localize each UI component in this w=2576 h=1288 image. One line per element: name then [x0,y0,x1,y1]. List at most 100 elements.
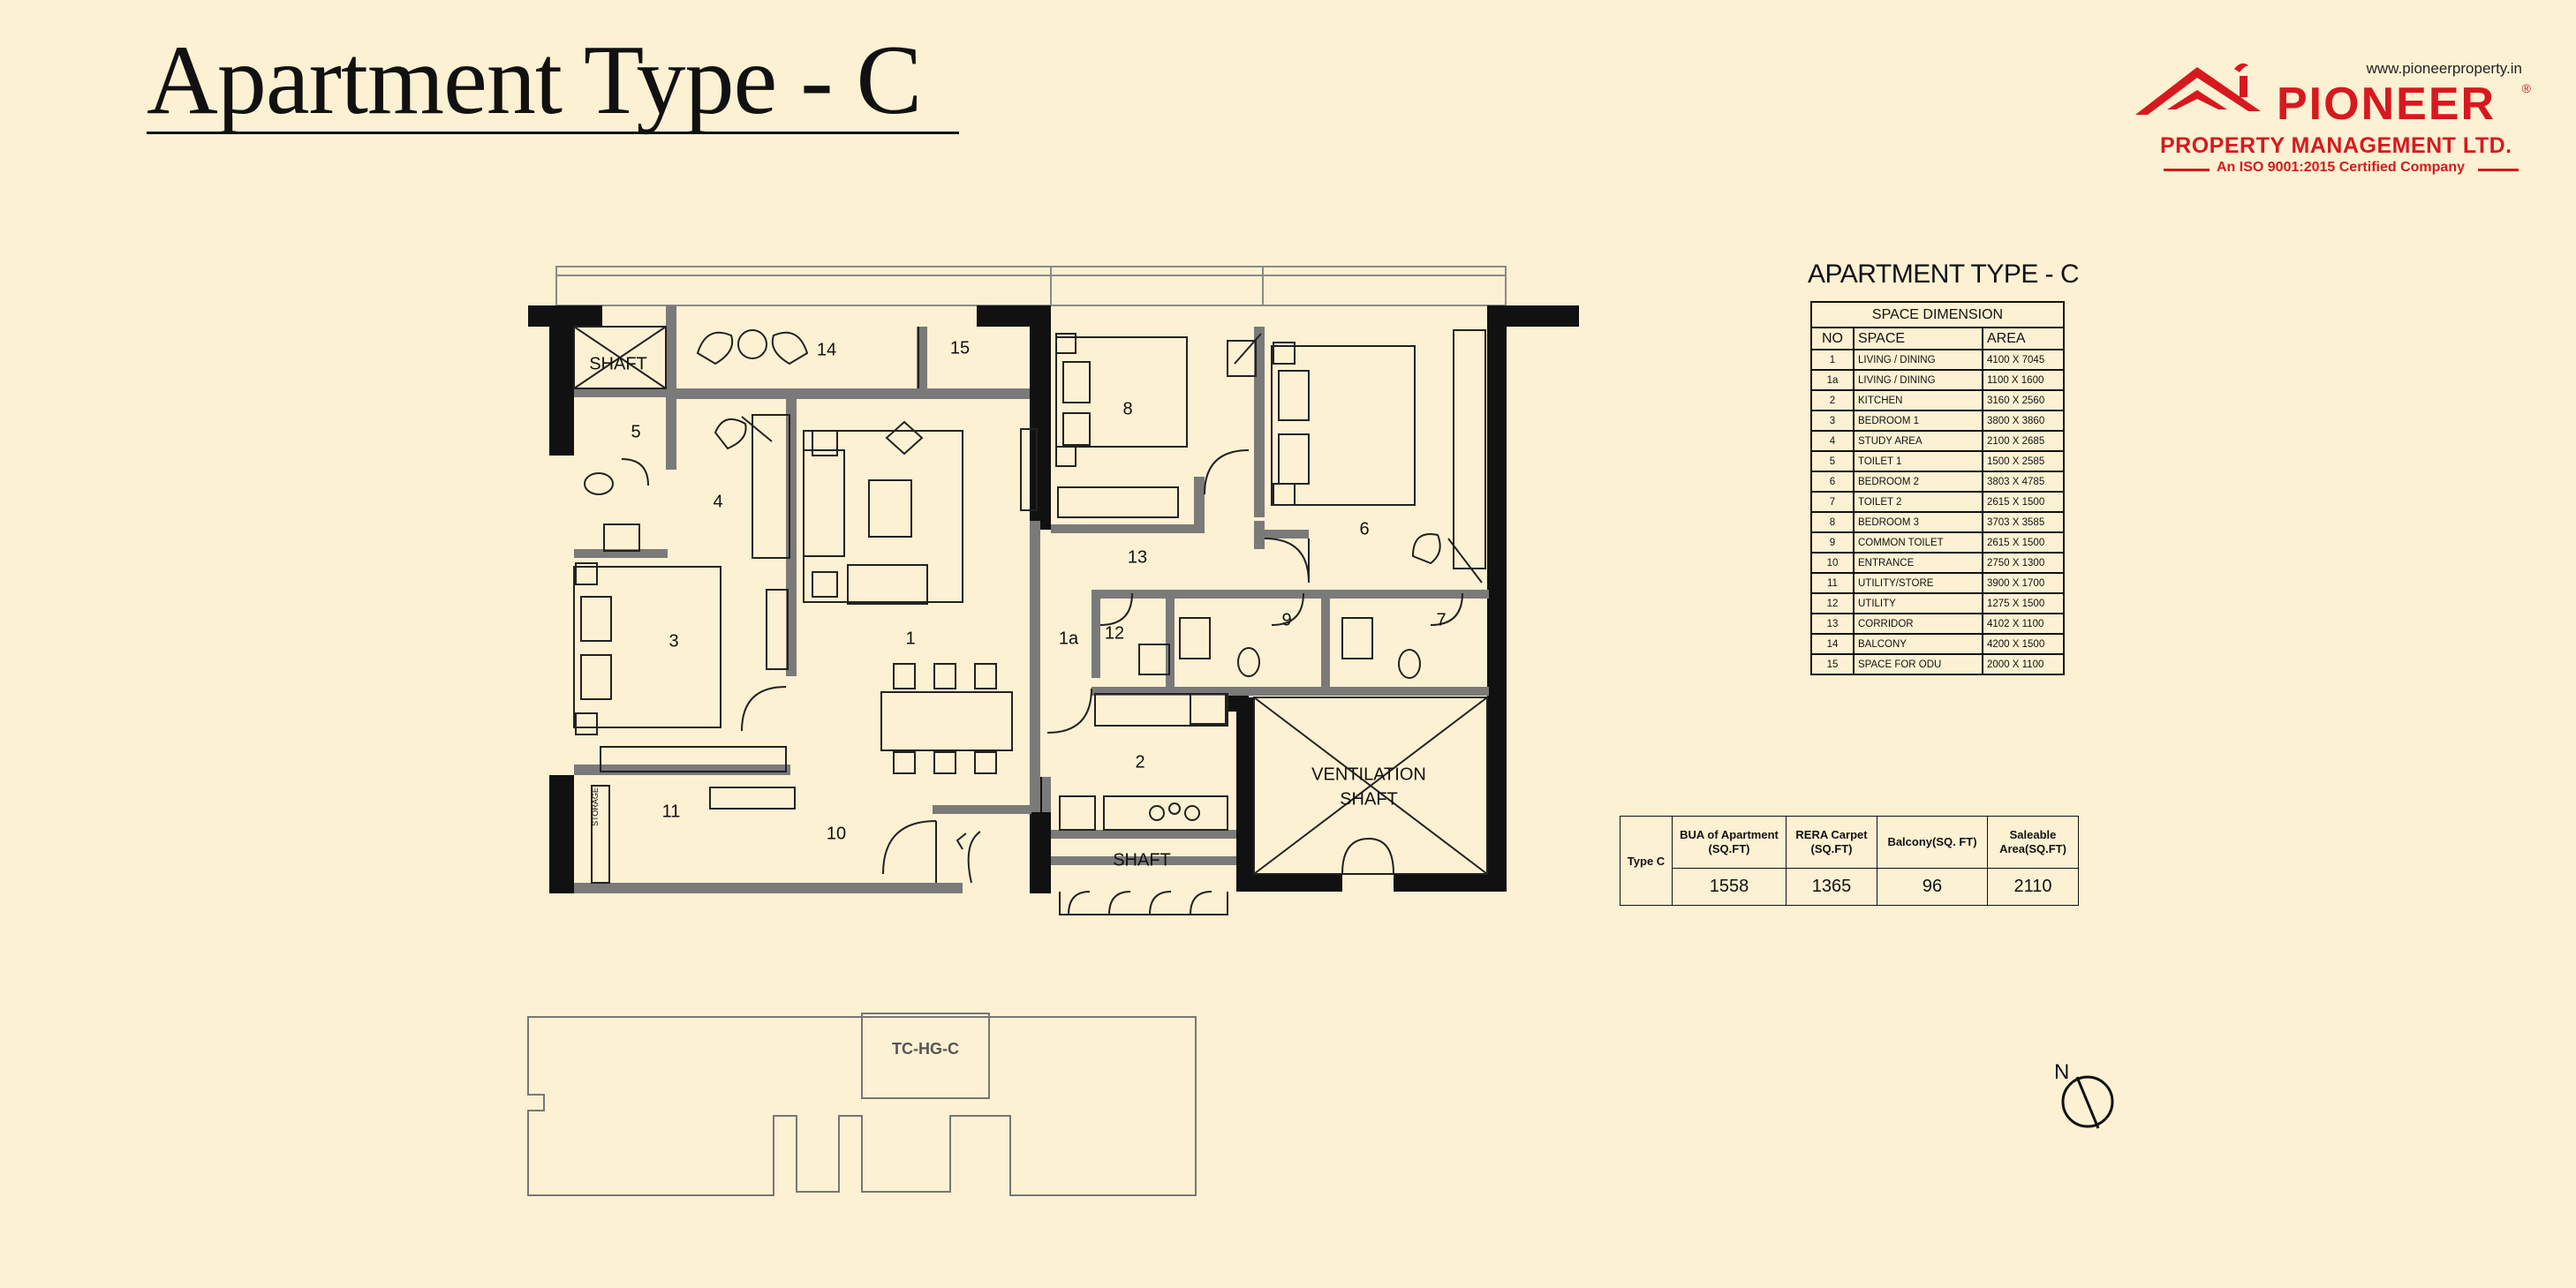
divider-line-left [2164,169,2210,171]
north-label: N [2054,1060,2070,1084]
cell-area: 2615 X 1500 [1982,491,2065,513]
table-caption: SPACE DIMENSION [1810,301,2065,328]
room-label-4: 4 [713,492,723,512]
cell-no: 5 [1810,450,1855,472]
cell-area: 4102 X 1100 [1982,613,2065,635]
value-rera: 1365 [1786,868,1877,906]
cell-no: 13 [1810,613,1855,635]
website-url: www.pioneerproperty.in [2366,60,2522,77]
room-label-6: 6 [1359,519,1370,539]
column-header-no: NO [1810,327,1855,350]
cell-no: 9 [1810,531,1855,554]
cell-space: COMMON TOILET [1853,531,1983,554]
cell-area: 2000 X 1100 [1982,653,2065,675]
house-roof-icon [2135,63,2261,115]
cell-area: 2100 X 2685 [1982,430,2065,452]
cell-no: 4 [1810,430,1855,452]
value-bua: 1558 [1672,868,1787,906]
column-header-space: SPACE [1853,327,1983,350]
shaft-label-top: SHAFT [589,354,647,374]
north-arrow-icon [2061,1075,2114,1129]
room-label-7: 7 [1436,610,1447,630]
cell-no: 1a [1810,369,1855,391]
storage-label: STORAGE [591,787,600,826]
brand-name: PIONEER [2277,79,2497,130]
room-label-1a: 1a [1058,629,1079,649]
cell-area: 3160 X 2560 [1982,389,2065,411]
room-label-15: 15 [949,338,971,358]
cell-no: 1 [1810,349,1855,371]
key-plan [527,1013,1197,1196]
room-label-10: 10 [826,824,847,844]
cell-area: 4200 X 1500 [1982,633,2065,655]
column-header-balcony: Balcony(SQ. FT) [1877,816,1988,869]
company-name: PROPERTY MANAGEMENT LTD. [2160,133,2512,158]
cell-area: 3800 X 3860 [1982,410,2065,432]
cell-no: 15 [1810,653,1855,675]
cell-area: 1500 X 2585 [1982,450,2065,472]
cell-no: 10 [1810,552,1855,574]
ventilation-shaft-label-2: SHAFT [1340,789,1398,810]
cell-space: CORRIDOR [1853,613,1983,635]
cell-space: LIVING / DINING [1853,349,1983,371]
cell-no: 11 [1810,572,1855,594]
divider-line-right [2478,169,2519,171]
cell-space: BALCONY [1853,633,1983,655]
iso-certification: An ISO 9001:2015 Certified Company [2217,160,2465,175]
room-label-9: 9 [1281,610,1292,630]
space-dimension-heading: APARTMENT TYPE - C [1808,260,2080,289]
cell-no: 2 [1810,389,1855,411]
cell-space: BEDROOM 2 [1853,471,1983,493]
cell-area: 3803 X 4785 [1982,471,2065,493]
page-title: Apartment Type - C [147,26,922,135]
cell-space: TOILET 2 [1853,491,1983,513]
cell-space: BEDROOM 1 [1853,410,1983,432]
cell-no: 3 [1810,410,1855,432]
cell-space: SPACE FOR ODU [1853,653,1983,675]
value-balcony: 96 [1877,868,1988,906]
cell-space: STUDY AREA [1853,430,1983,452]
room-label-13: 13 [1127,547,1148,568]
cell-area: 1275 X 1500 [1982,592,2065,614]
cell-space: ENTRANCE [1853,552,1983,574]
row-label-type: Type C [1620,816,1673,906]
column-header-rera: RERA Carpet (SQ.FT) [1786,816,1877,869]
shaft-label-kitchen: SHAFT [1113,850,1171,870]
room-label-2: 2 [1135,752,1145,772]
room-label-11: 11 [661,802,681,822]
cell-area: 2615 X 1500 [1982,531,2065,554]
cell-space: KITCHEN [1853,389,1983,411]
room-label-1: 1 [905,629,916,649]
cell-no: 8 [1810,511,1855,533]
cell-space: UTILITY/STORE [1853,572,1983,594]
room-label-14: 14 [816,340,837,360]
cell-space: BEDROOM 3 [1853,511,1983,533]
cell-no: 6 [1810,471,1855,493]
room-label-8: 8 [1122,399,1133,419]
cell-no: 12 [1810,592,1855,614]
column-header-bua: BUA of Apartment (SQ.FT) [1672,816,1787,869]
room-label-12: 12 [1104,623,1125,644]
cell-no: 7 [1810,491,1855,513]
pioneer-logo: www.pioneerproperty.in PIONEER ® PROPERT… [2128,56,2534,189]
value-saleable: 2110 [1987,868,2079,906]
cell-space: UTILITY [1853,592,1983,614]
cell-space: TOILET 1 [1853,450,1983,472]
title-underline [147,132,959,134]
